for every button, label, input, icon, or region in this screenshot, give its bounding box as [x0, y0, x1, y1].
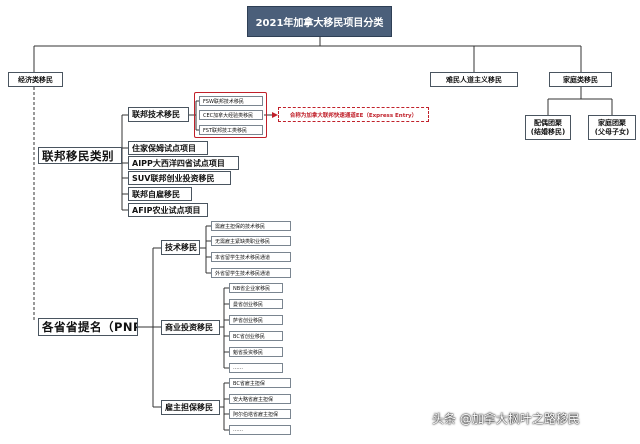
family-item-parents: 家庭团聚 (父母子女): [588, 115, 636, 140]
pnp-group-employer: 雇主担保移民: [161, 400, 220, 415]
express-entry-group: [194, 92, 267, 138]
pnp-employer-item: BC省雇主担保: [229, 378, 291, 388]
family-item-spouse-line1: 配偶团聚: [534, 118, 562, 127]
federal-other-item: SUV联邦创业投资移民: [128, 171, 231, 185]
pnp-business-item: 曼省创业移民: [229, 299, 283, 309]
federal-other-item: AFIP农业试点项目: [128, 203, 208, 217]
pnp-group-business: 商业投资移民: [161, 320, 220, 335]
ee-fsw-item: FSW联邦技术移民: [199, 96, 263, 106]
watermark: 头条 @加拿大枫叶之路移民: [432, 412, 580, 426]
pnp-employer-item: 安大略省雇主担保: [229, 394, 291, 404]
pnp-group-skilled: 技术移民: [161, 240, 200, 255]
express-entry-note: 合称为加拿大联邦快速通道EE（Express Entry）: [278, 107, 429, 122]
pnp-skilled-item: 需雇主担保的技术移民: [211, 221, 291, 231]
pnp-employer-item: ……: [229, 425, 291, 435]
pnp-business-item: NB省企业家移民: [229, 283, 283, 293]
pnp-business-item: ……: [229, 363, 283, 373]
ee-cec-item: CEC加拿大经验类移民: [199, 110, 263, 120]
federal-other-item: AIPP大西洋四省试点项目: [128, 156, 239, 170]
federal-immigration-node: 联邦移民类别: [38, 147, 122, 164]
pnp-skilled-item: 外省留学生技术移民通道: [211, 268, 291, 278]
pnp-skilled-item: 本省留学生技术移民通道: [211, 252, 291, 262]
family-immigration-node: 家庭类移民: [549, 72, 612, 87]
page-title: 2021年加拿大移民项目分类: [247, 6, 392, 37]
family-item-parents-line2: (父母子女): [594, 127, 630, 136]
family-item-parents-line1: 家庭团聚: [598, 118, 626, 127]
pnp-skilled-item: 无需雇主紧缺类职业移民: [211, 236, 291, 246]
refugee-immigration-node: 难民人道主义移民: [430, 72, 518, 87]
pnp-business-item: 萨省创业移民: [229, 315, 283, 325]
ee-fst-item: FST联邦技工类移民: [199, 125, 263, 135]
federal-skilled-node: 联邦技术移民: [128, 107, 189, 122]
federal-other-item: 联邦自雇移民: [128, 187, 192, 201]
pnp-employer-item: 阿尔伯塔省雇主担保: [229, 409, 291, 419]
pnp-business-item: BC省创业移民: [229, 331, 283, 341]
pnp-node: 各省省提名（PNP）: [38, 318, 138, 336]
federal-other-item: 住家保姆试点项目: [128, 141, 208, 155]
family-item-spouse-line2: (结婚移民): [530, 127, 566, 136]
pnp-business-item: 魁省投资移民: [229, 347, 283, 357]
family-item-spouse: 配偶团聚 (结婚移民): [525, 115, 571, 140]
economic-immigration-node: 经济类移民: [8, 72, 63, 87]
